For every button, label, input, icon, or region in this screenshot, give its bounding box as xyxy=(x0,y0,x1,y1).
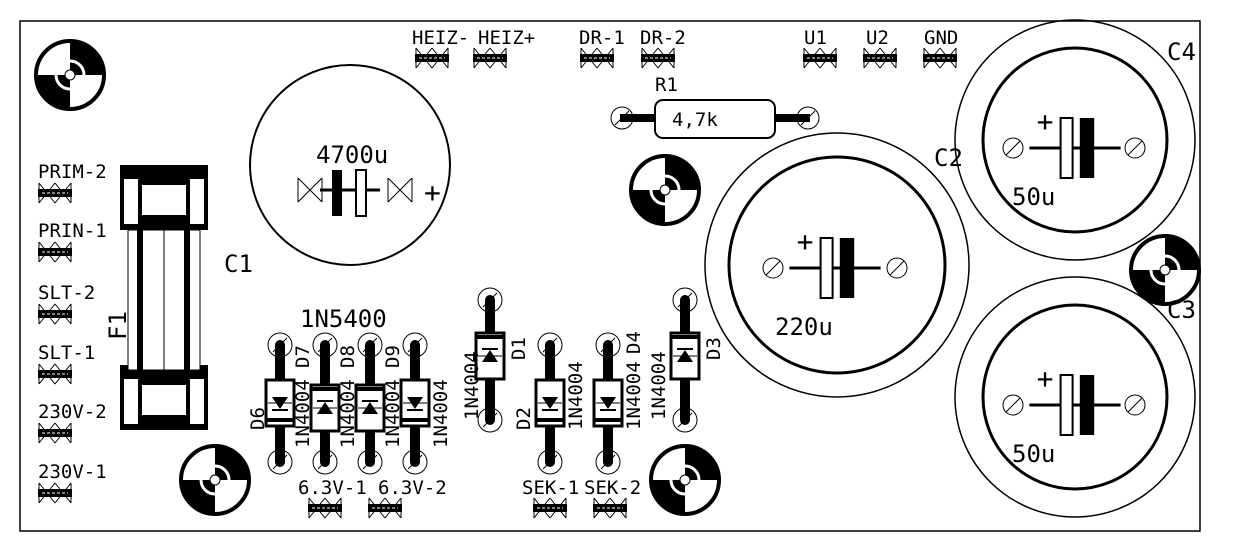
connector-label: SEK-1 xyxy=(522,477,579,499)
diode-d1 xyxy=(474,287,506,433)
connector-pad xyxy=(38,482,72,504)
plus-icon: + xyxy=(1037,362,1054,395)
connector-pad xyxy=(38,303,72,325)
capacitor-value: 4700u xyxy=(316,141,388,169)
diode-name: D3 xyxy=(703,337,725,360)
connector-label: PRIM-2 xyxy=(38,161,107,183)
resistor-r1 xyxy=(610,99,820,139)
connector-pad xyxy=(415,47,449,69)
connector-pad xyxy=(368,497,402,519)
diode-d7 xyxy=(309,332,341,475)
capacitor-value: 220u xyxy=(775,313,833,341)
diode-name: D7 xyxy=(292,345,314,368)
connector-label: U1 xyxy=(804,27,827,49)
diode-type: 1N4004 xyxy=(623,361,645,430)
capacitor-name: C1 xyxy=(224,250,253,278)
connector-pad xyxy=(38,422,72,444)
diode-name: D8 xyxy=(337,345,359,368)
diode-d3 xyxy=(669,287,701,433)
fuse-name: F1 xyxy=(104,311,132,340)
diode-type: 1N4004 xyxy=(430,379,452,448)
connector-label: SEK-2 xyxy=(584,477,641,499)
diode-name: D9 xyxy=(382,345,404,368)
diode-d8 xyxy=(354,332,386,475)
connector-label: HEIZ+ xyxy=(478,27,535,49)
capacitor-name: C3 xyxy=(1167,296,1196,324)
connector-pad xyxy=(923,47,957,69)
capacitor-c3: + xyxy=(954,276,1196,518)
diode-name: D4 xyxy=(623,331,645,354)
capacitor-value: 50u xyxy=(1012,440,1055,468)
connector-pad xyxy=(803,47,837,69)
connector-label: GND xyxy=(924,27,958,49)
plus-icon: + xyxy=(1037,105,1054,138)
connector-pad xyxy=(580,47,614,69)
connector-pad xyxy=(38,182,72,204)
connector-label: 230V-1 xyxy=(38,461,107,483)
capacitor-value: 50u xyxy=(1012,183,1055,211)
connector-label: SLT-1 xyxy=(38,342,95,364)
diode-name: D1 xyxy=(508,337,530,360)
connector-label: HEIZ- xyxy=(412,27,469,49)
bridge-label: 1N5400 xyxy=(300,305,387,333)
connector-label: DR-1 xyxy=(579,27,625,49)
capacitor-c4: + xyxy=(954,19,1196,261)
diode-type: 1N4004 xyxy=(292,379,314,448)
diode-d6 xyxy=(264,332,296,475)
plus-icon: + xyxy=(797,225,814,258)
diode-name: D2 xyxy=(513,407,535,430)
connector-pad xyxy=(593,497,627,519)
connector-label: SLT-2 xyxy=(38,282,95,304)
connector-pad xyxy=(38,363,72,385)
mounting-hole-icon xyxy=(1129,234,1201,306)
fuse-f1 xyxy=(120,165,208,430)
capacitor-c2: + xyxy=(704,132,970,398)
connector-label: 6.3V-2 xyxy=(378,477,447,499)
diode-d4 xyxy=(592,332,624,475)
diode-d2 xyxy=(534,332,566,475)
mounting-hole-icon xyxy=(629,154,701,226)
connector-pad xyxy=(473,47,507,69)
resistor-value: 4,7k xyxy=(672,109,718,131)
connector-pad xyxy=(38,241,72,263)
mounting-hole-icon xyxy=(179,444,251,516)
connector-label: PRIN-1 xyxy=(38,220,107,242)
connector-label: 6.3V-1 xyxy=(298,477,367,499)
mounting-hole-icon xyxy=(34,39,106,111)
capacitor-c1: + xyxy=(249,64,451,266)
diode-type: 1N4004 xyxy=(648,351,670,420)
connector-pad xyxy=(641,47,675,69)
resistor-name: R1 xyxy=(655,74,678,96)
diode-type: 1N4004 xyxy=(461,351,483,420)
connector-pad xyxy=(863,47,897,69)
connector-label: U2 xyxy=(866,27,889,49)
diode-name: D6 xyxy=(247,407,269,430)
capacitor-name: C4 xyxy=(1167,38,1196,66)
connector-pad xyxy=(308,497,342,519)
diode-d9 xyxy=(399,332,431,475)
diode-type: 1N4004 xyxy=(382,379,404,448)
connector-label: 230V-2 xyxy=(38,401,107,423)
connector-pad xyxy=(533,497,567,519)
diode-type: 1N4004 xyxy=(337,379,359,448)
mounting-hole-icon xyxy=(649,444,721,516)
plus-icon: + xyxy=(424,176,441,209)
diode-type: 1N4004 xyxy=(565,361,587,430)
connector-label: DR-2 xyxy=(640,27,686,49)
